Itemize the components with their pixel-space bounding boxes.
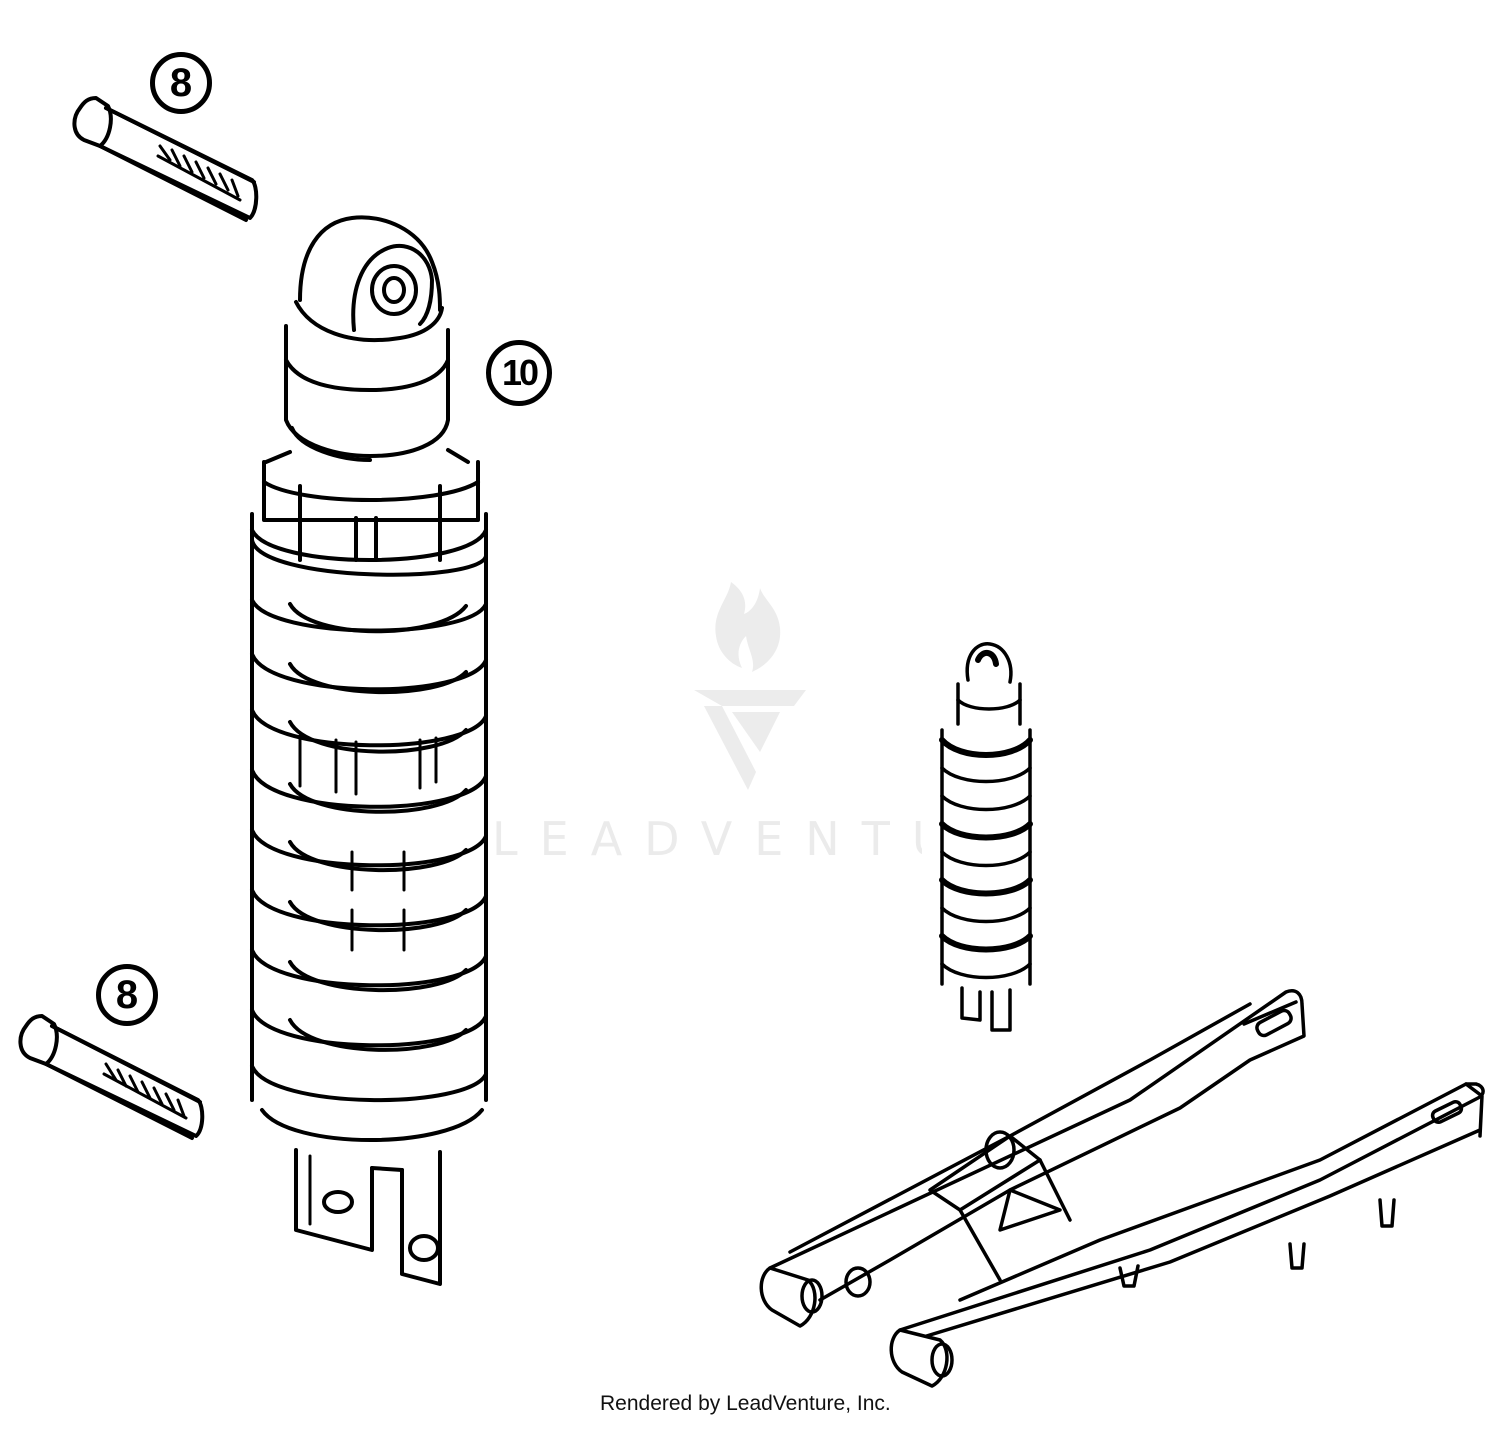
render-credit: Rendered by LeadVenture, Inc. — [600, 1392, 891, 1415]
upper-mount-bolt — [72, 96, 259, 222]
shock-location-thumbnail — [939, 642, 1033, 1032]
shock-absorber — [250, 215, 488, 1286]
callout-label: 8 — [115, 973, 139, 1017]
callout-label: 10 — [501, 352, 539, 393]
watermark-text: LEADVENTU — [492, 812, 922, 866]
callout-8-top[interactable]: 8 — [150, 52, 212, 114]
spring-coils — [250, 512, 488, 1142]
callout-10[interactable]: 10 — [486, 340, 552, 406]
callout-8-bottom[interactable]: 8 — [96, 964, 158, 1026]
lower-mount-bolt — [18, 1014, 205, 1140]
lower-clevis — [294, 1148, 442, 1286]
swingarm-thumbnail — [759, 989, 1485, 1388]
callout-label: 8 — [169, 61, 193, 105]
